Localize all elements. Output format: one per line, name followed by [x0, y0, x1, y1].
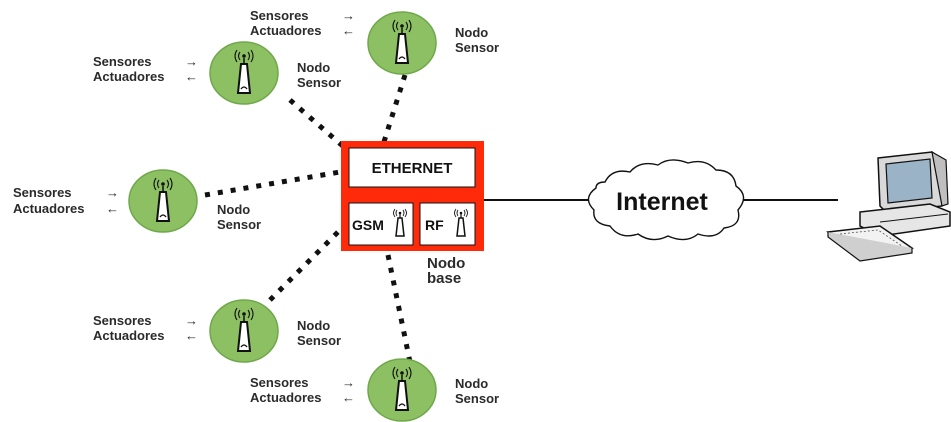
internet-label: Internet	[616, 188, 708, 216]
wireless-links	[204, 74, 413, 363]
link-node-5	[385, 254, 413, 363]
sensor-label: Sensor	[455, 40, 499, 55]
link-node-3	[204, 169, 341, 198]
actuadores-label: Actuadores	[250, 390, 322, 405]
sensores-label: Sensores	[93, 54, 152, 69]
base-label-line2: base	[427, 270, 461, 287]
arrow-out: ←	[342, 23, 355, 38]
arrow-in: →	[185, 54, 198, 69]
nodo-label: Nodo	[297, 60, 330, 75]
sensor-node-4: Sensores → Actuadores ← Nodo Sensor	[93, 299, 341, 363]
sensor-label: Sensor	[217, 217, 261, 232]
gsm-label: GSM	[352, 217, 384, 233]
rf-module	[419, 202, 476, 246]
rf-label: RF	[425, 217, 444, 233]
base-label-line1: Nodo	[427, 255, 465, 272]
arrow-out: ←	[185, 328, 198, 343]
nodo-label: Nodo	[297, 318, 330, 333]
arrow-in: →	[342, 375, 355, 390]
sensores-label: Sensores	[250, 8, 309, 23]
sensor-label: Sensor	[455, 391, 499, 406]
arrow-in: →	[185, 313, 198, 328]
sensores-label: Sensores	[250, 375, 309, 390]
desktop-computer-icon	[826, 150, 951, 262]
base-node: ETHERNET GSM RF Nodo base	[341, 141, 484, 287]
nodo-label: Nodo	[217, 202, 250, 217]
sensor-label: Sensor	[297, 75, 341, 90]
nodo-label: Nodo	[455, 25, 488, 40]
arrow-out: ←	[185, 69, 198, 84]
ethernet-label: ETHERNET	[372, 160, 453, 177]
sensor-node-5: Sensores → Actuadores ← Nodo Sensor	[250, 358, 499, 422]
arrow-in: →	[106, 185, 119, 200]
internet-cloud: Internet	[587, 159, 745, 241]
arrow-out: ←	[342, 390, 355, 405]
arrow-in: →	[342, 8, 355, 23]
actuadores-label: Actuadores	[250, 23, 322, 38]
arrow-out: ←	[106, 201, 119, 216]
actuadores-label: Actuadores	[93, 328, 165, 343]
sensores-label: Sensores	[93, 313, 152, 328]
nodo-label: Nodo	[455, 376, 488, 391]
sensor-node-2: Sensores → Actuadores ← Nodo Sensor	[93, 41, 341, 105]
sensores-label: Sensores	[13, 185, 72, 200]
actuadores-label: Actuadores	[13, 201, 85, 216]
sensor-node-1: Sensores → Actuadores ← Nodo Sensor	[250, 8, 499, 75]
ethernet-module	[348, 147, 476, 188]
sensor-node-3: Sensores → Actuadores ← Nodo Sensor	[13, 169, 261, 233]
actuadores-label: Actuadores	[93, 69, 165, 84]
sensor-label: Sensor	[297, 333, 341, 348]
cloud-icon	[587, 159, 745, 241]
link-node-4	[268, 223, 347, 302]
link-node-1	[380, 74, 408, 146]
link-node-2	[288, 98, 347, 150]
